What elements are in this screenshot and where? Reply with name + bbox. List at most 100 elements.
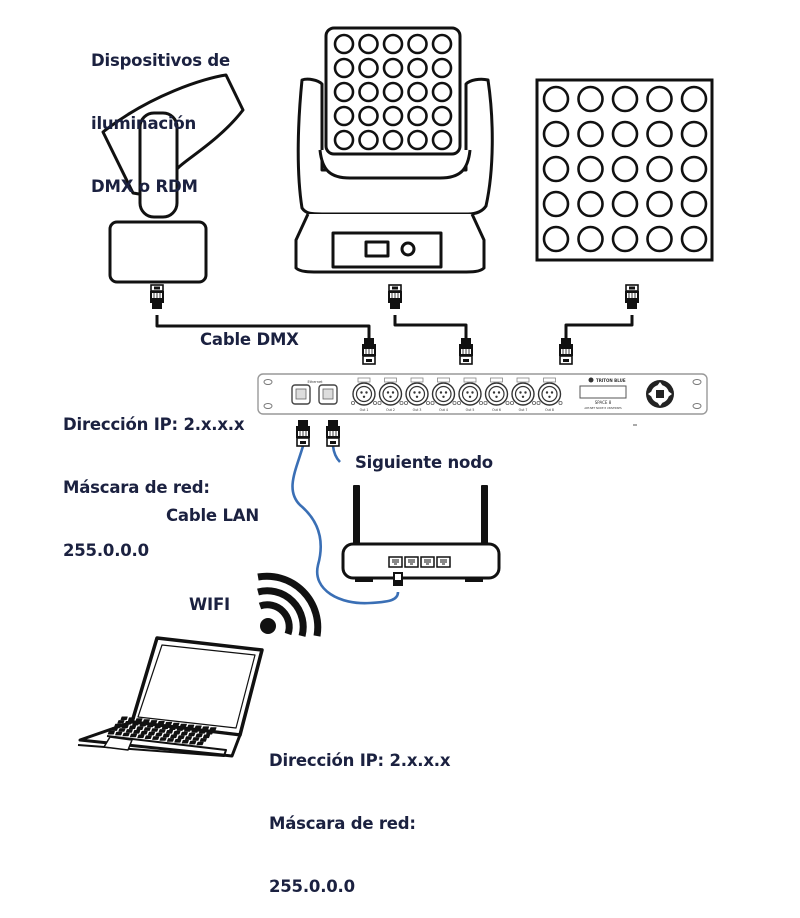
led-icon xyxy=(577,190,604,218)
laptop-ip-address: Dirección IP: 2.x.x.x xyxy=(269,751,451,770)
led-icon xyxy=(431,57,453,79)
devices-title-line: Dispositivos de xyxy=(91,51,230,70)
rack-display: TRITON BLUE SPACE 8 ART-NET NODE 8 UNIVE… xyxy=(579,377,627,410)
led-icon xyxy=(333,105,355,127)
led-icon xyxy=(542,225,570,253)
led-icon xyxy=(382,33,404,55)
led-icon xyxy=(611,85,639,113)
keyboard-key xyxy=(140,730,148,735)
keyboard-key xyxy=(169,726,177,731)
led-icon xyxy=(577,155,604,183)
keyboard-key xyxy=(181,739,189,744)
led-icon xyxy=(407,81,428,103)
lan-cables xyxy=(291,445,400,605)
keyboard-key xyxy=(188,732,196,737)
keyboard-key xyxy=(155,732,163,737)
keyboard-key xyxy=(147,731,156,736)
ethernet-ports: Ethernet xyxy=(291,380,338,405)
keyboard-key xyxy=(114,723,122,728)
dmx-plug-icon xyxy=(361,337,377,365)
keyboard-key xyxy=(151,728,159,732)
keyboard-key xyxy=(127,717,136,722)
keyboard-key xyxy=(117,720,125,724)
ethernet-label: Ethernet xyxy=(307,380,323,384)
keyboard-key xyxy=(176,727,184,731)
keyboard-key xyxy=(157,721,165,725)
keyboard-key xyxy=(174,739,182,743)
keyboard-key xyxy=(184,736,193,740)
led-icon xyxy=(358,81,379,103)
keyboard-key xyxy=(162,733,170,738)
keyboard-key xyxy=(128,725,137,730)
keyboard-key xyxy=(129,733,138,738)
led-icon xyxy=(542,85,570,113)
led-icon xyxy=(333,33,355,55)
laptop-icon xyxy=(77,636,264,758)
panel-led-grid xyxy=(542,85,708,253)
moving-head-matrix-fixture xyxy=(294,26,494,274)
led-icon xyxy=(382,81,404,103)
keyboard-key xyxy=(198,730,206,734)
keyboard-key xyxy=(192,737,200,741)
led-icon xyxy=(680,85,708,113)
xlr-output-label: Out 1 xyxy=(360,408,369,412)
led-icon xyxy=(611,120,639,148)
led-icon xyxy=(577,120,604,148)
devices-title-line: DMX o RDM xyxy=(91,177,198,196)
keyboard-key xyxy=(132,721,140,726)
keyboard-key xyxy=(146,723,155,728)
led-icon xyxy=(382,57,404,79)
led-icon xyxy=(542,120,570,148)
devices-title: Dispositivos de iluminación DMX o RDM xyxy=(91,8,230,218)
led-icon xyxy=(407,33,428,55)
keyboard-key xyxy=(142,719,150,723)
lan-cable-label: Cable LAN xyxy=(166,506,259,525)
led-icon xyxy=(611,155,639,183)
moving-head-led-grid xyxy=(333,33,453,151)
led-icon xyxy=(431,129,453,151)
led-icon xyxy=(431,33,453,55)
led-icon xyxy=(358,105,379,127)
led-icon xyxy=(646,225,673,253)
led-icon xyxy=(358,33,379,55)
led-icon xyxy=(382,129,404,151)
keyboard-key xyxy=(120,716,128,721)
keyboard-key xyxy=(152,736,160,740)
keyboard-key xyxy=(173,730,181,735)
keyboard-key xyxy=(158,729,166,733)
keyboard-key xyxy=(172,722,180,727)
led-matrix-panel-fixture xyxy=(535,78,714,262)
led-icon xyxy=(431,81,453,103)
laptop-keyboard xyxy=(107,716,217,746)
led-icon xyxy=(333,57,355,79)
keyboard-key xyxy=(209,727,217,731)
keyboard-key xyxy=(201,726,210,731)
led-icon xyxy=(646,155,673,183)
laptop-subnet-value: 255.0.0.0 xyxy=(269,877,355,896)
led-icon xyxy=(611,190,639,218)
devices-title-line: iluminación xyxy=(91,114,197,133)
keyboard-key xyxy=(177,735,185,740)
keyboard-key xyxy=(135,718,143,722)
node-subnet-value: 255.0.0.0 xyxy=(63,541,149,560)
led-icon xyxy=(577,85,604,113)
dmx-plug-icon xyxy=(624,284,640,310)
keyboard-key xyxy=(136,726,144,731)
dmx-plug-icon xyxy=(558,337,574,365)
router-lan-ports xyxy=(388,556,451,568)
led-icon xyxy=(358,129,379,151)
led-icon xyxy=(611,225,639,253)
led-icon xyxy=(577,225,604,253)
dmx-cables xyxy=(155,315,634,338)
lan-plug-icon xyxy=(295,419,311,447)
led-icon xyxy=(333,129,355,151)
lan-plugs xyxy=(295,419,341,447)
keyboard-key xyxy=(124,721,132,725)
keyboard-key xyxy=(194,725,202,730)
led-icon xyxy=(407,105,428,127)
keyboard-key xyxy=(154,724,162,729)
led-icon xyxy=(542,155,570,183)
model-label: SPACE 8 xyxy=(595,400,612,405)
